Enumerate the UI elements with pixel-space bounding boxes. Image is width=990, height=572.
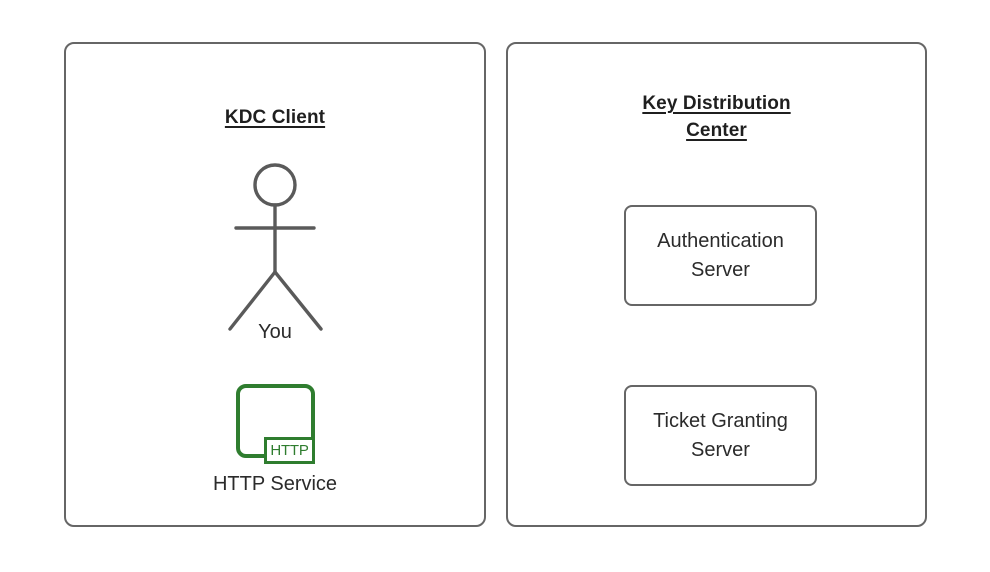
authentication-server-label-line-1: Authentication — [657, 229, 784, 252]
authentication-server-label-line-2: Server — [691, 258, 750, 281]
authentication-server-box: Authentication Server — [624, 205, 817, 306]
ticket-granting-server-label-line-2: Server — [691, 438, 750, 461]
http-service-icon: HTTP — [236, 384, 315, 465]
actor-label-you: You — [258, 321, 292, 343]
panel-kdc-title: Key Distribution Center — [508, 90, 925, 144]
panel-kdc-client-title-line-1: KDC Client — [224, 107, 326, 128]
ticket-granting-server-label-line-1: Ticket Granting — [653, 409, 788, 432]
http-service-icon-tag: HTTP — [264, 437, 315, 464]
panel-kdc-title-line-1: Key Distribution — [642, 93, 791, 114]
service-label-http: HTTP Service — [212, 473, 338, 495]
stick-figure-icon — [211, 160, 339, 335]
panel-kdc-client-title: KDC Client — [66, 104, 484, 131]
panel-kdc-title-line-2: Center — [686, 120, 747, 141]
ticket-granting-server-box: Ticket Granting Server — [624, 385, 817, 486]
